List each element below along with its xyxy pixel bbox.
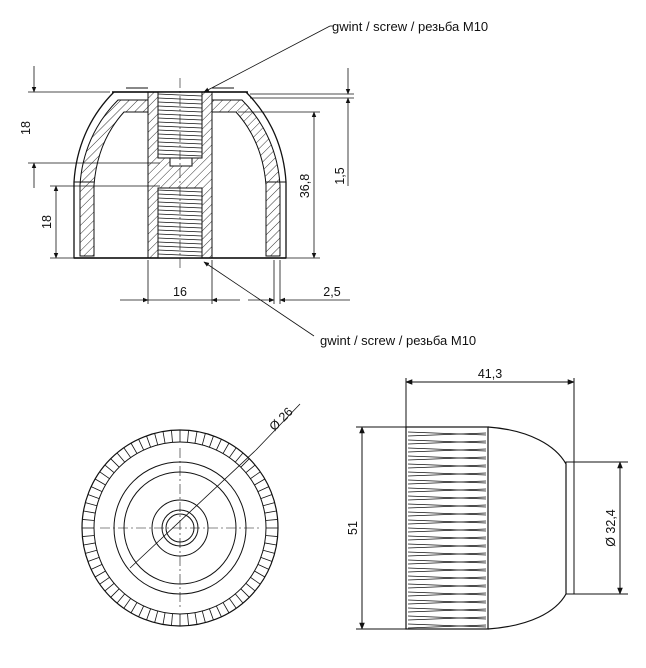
front-view — [81, 403, 301, 627]
dim-wall: 2,5 — [323, 285, 340, 299]
dim-face-diameter: Ø 26 — [267, 405, 296, 434]
section-dimensions — [28, 25, 354, 337]
dim-depth: 41,3 — [478, 367, 502, 381]
top-thread-callout: gwint / screw / резьба M10 — [332, 19, 488, 34]
side-view — [356, 378, 628, 630]
dim-outer-diameter: 51 — [346, 521, 360, 535]
bottom-thread-callout: gwint / screw / резьба M10 — [320, 333, 476, 348]
dim-inner-height: 36,8 — [298, 174, 312, 198]
dim-gap: 1,5 — [333, 167, 347, 184]
dim-neck-diameter: Ø 32,4 — [604, 509, 618, 547]
dim-thread-width: 16 — [173, 285, 187, 299]
dim-upper-height: 18 — [19, 121, 33, 135]
dim-lower-height: 18 — [40, 215, 54, 229]
